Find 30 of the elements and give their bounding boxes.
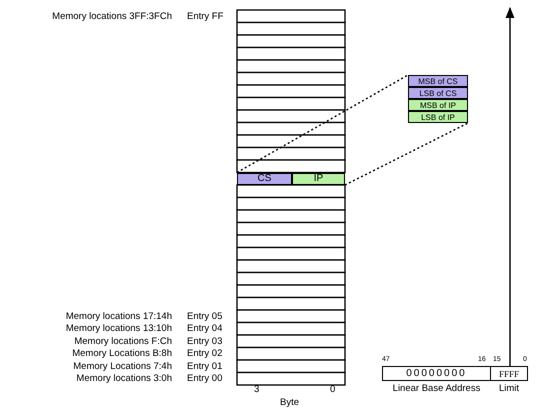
byte-cell: LSB of CS xyxy=(408,87,468,99)
memory-cell: CS xyxy=(237,172,292,185)
location-label: Memory locations 17:14h xyxy=(66,310,172,322)
location-label: Memory Locations 7:4h xyxy=(73,360,172,372)
location-label: Memory locations F:Ch xyxy=(74,336,172,348)
location-label: Memory Locations B:8h xyxy=(72,348,172,360)
register-field: 00000000 xyxy=(382,366,491,381)
entry-label: Entry 05 xyxy=(187,310,222,322)
register-field: FFFF xyxy=(490,366,528,381)
memory-cell: IP xyxy=(292,172,345,185)
location-label: Memory locations 3FF:3FCh xyxy=(52,10,172,22)
byte-cell: MSB of CS xyxy=(408,75,468,87)
byte-cell: LSB of IP xyxy=(408,111,468,123)
field-caption: Limit xyxy=(498,383,520,395)
arrow xyxy=(506,6,514,366)
zoom-line xyxy=(344,122,468,186)
byte-number: 0 xyxy=(330,384,336,396)
byte-number: 3 xyxy=(254,384,260,396)
entry-label: Entry 01 xyxy=(187,360,222,372)
entry-label: Entry 02 xyxy=(187,348,222,360)
axis-title: Byte xyxy=(280,397,300,409)
location-label: Memory locations 13:10h xyxy=(66,323,172,335)
entry-label: Entry 03 xyxy=(187,336,222,348)
entry-label: Entry FF xyxy=(187,10,224,22)
byte-cell: MSB of IP xyxy=(408,99,468,111)
location-label: Memory locations 3:0h xyxy=(76,373,172,385)
field-caption: Linear Base Address xyxy=(392,383,482,395)
entry-label: Entry 00 xyxy=(187,373,222,385)
entry-label: Entry 04 xyxy=(187,323,222,335)
zoom-line xyxy=(236,74,408,174)
